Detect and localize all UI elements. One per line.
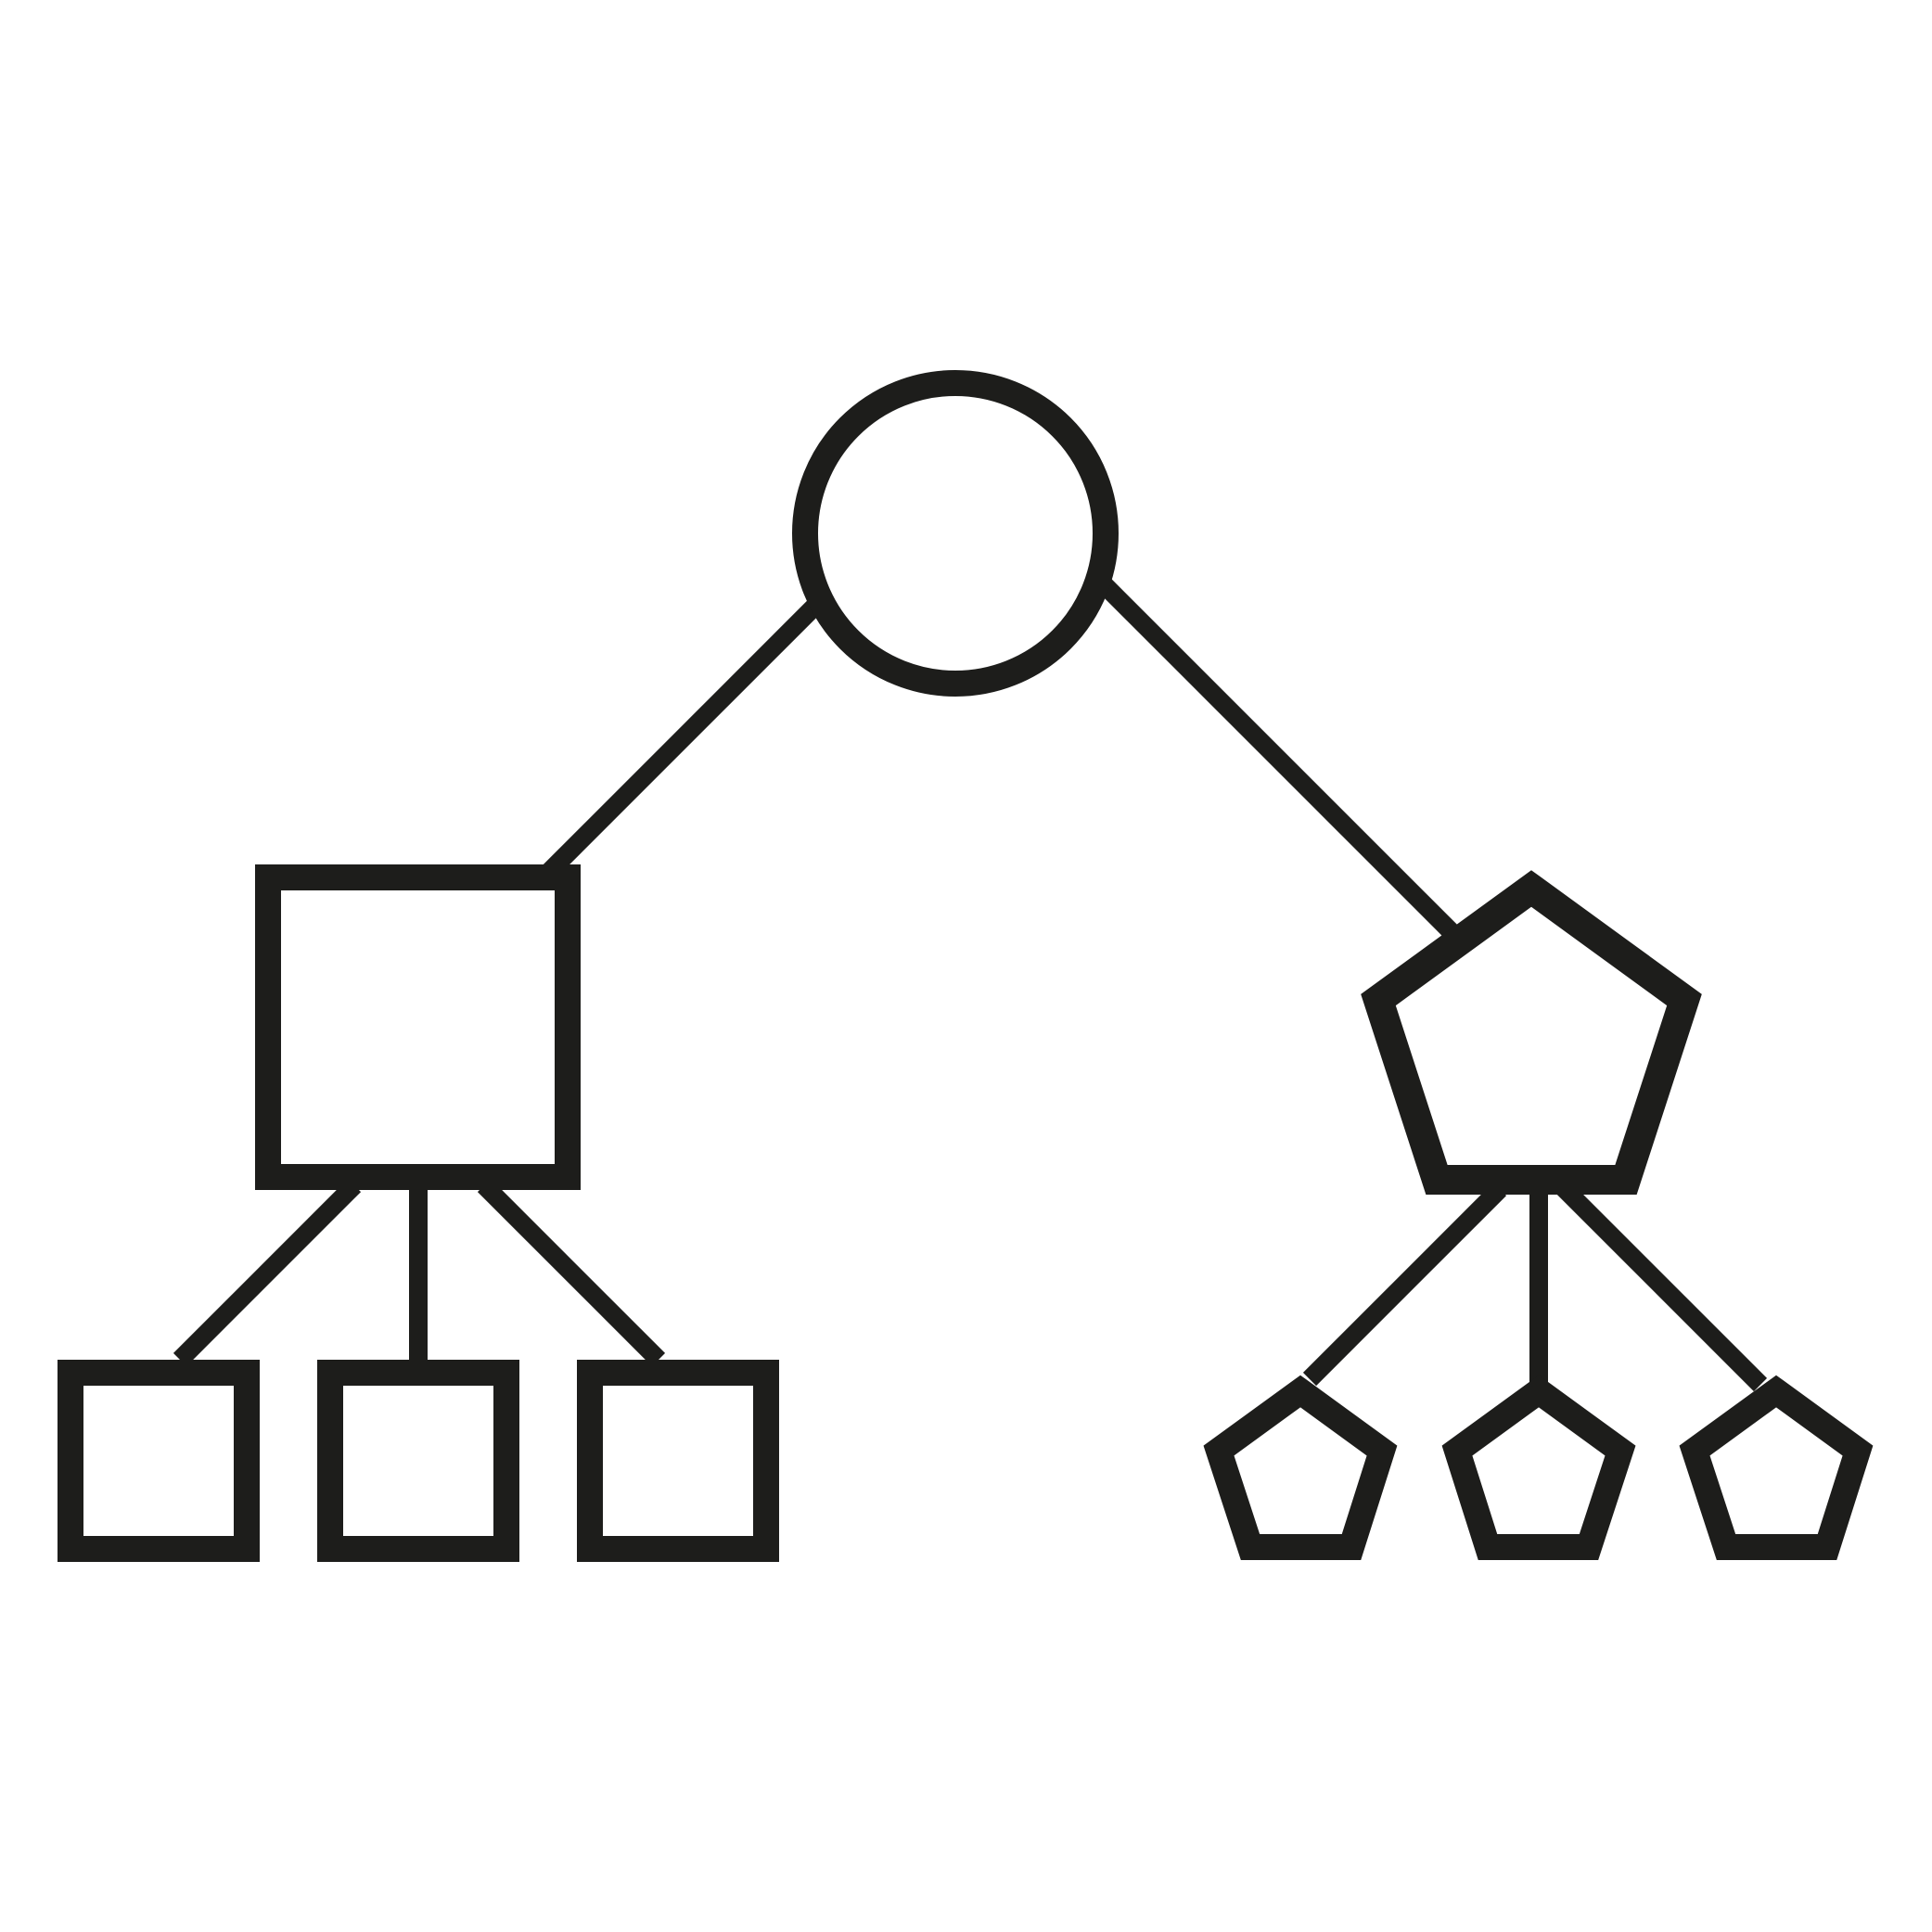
rectangle-child-node-1 — [58, 1360, 260, 1562]
connectors — [173, 577, 1768, 1392]
rectangle-child-node-2 — [317, 1360, 519, 1562]
edge-square-to-child-1 — [173, 1178, 362, 1367]
edge-root-to-square — [538, 596, 825, 883]
rectangle-child-node-3 — [577, 1360, 779, 1562]
root-circle-node — [792, 370, 1119, 697]
pentagon-node — [1361, 870, 1702, 1195]
pentagon-child-node-2 — [1441, 1375, 1636, 1560]
pentagon-child-node-1 — [1203, 1375, 1398, 1560]
edge-square-to-child-3 — [477, 1178, 666, 1367]
pentagon-child-node-3 — [1679, 1375, 1874, 1560]
edge-root-to-pentagon — [1096, 577, 1467, 948]
square-node — [255, 864, 581, 1190]
edge-pentagon-to-child-1 — [1302, 1182, 1507, 1387]
edge-pentagon-to-child-3 — [1553, 1177, 1768, 1392]
